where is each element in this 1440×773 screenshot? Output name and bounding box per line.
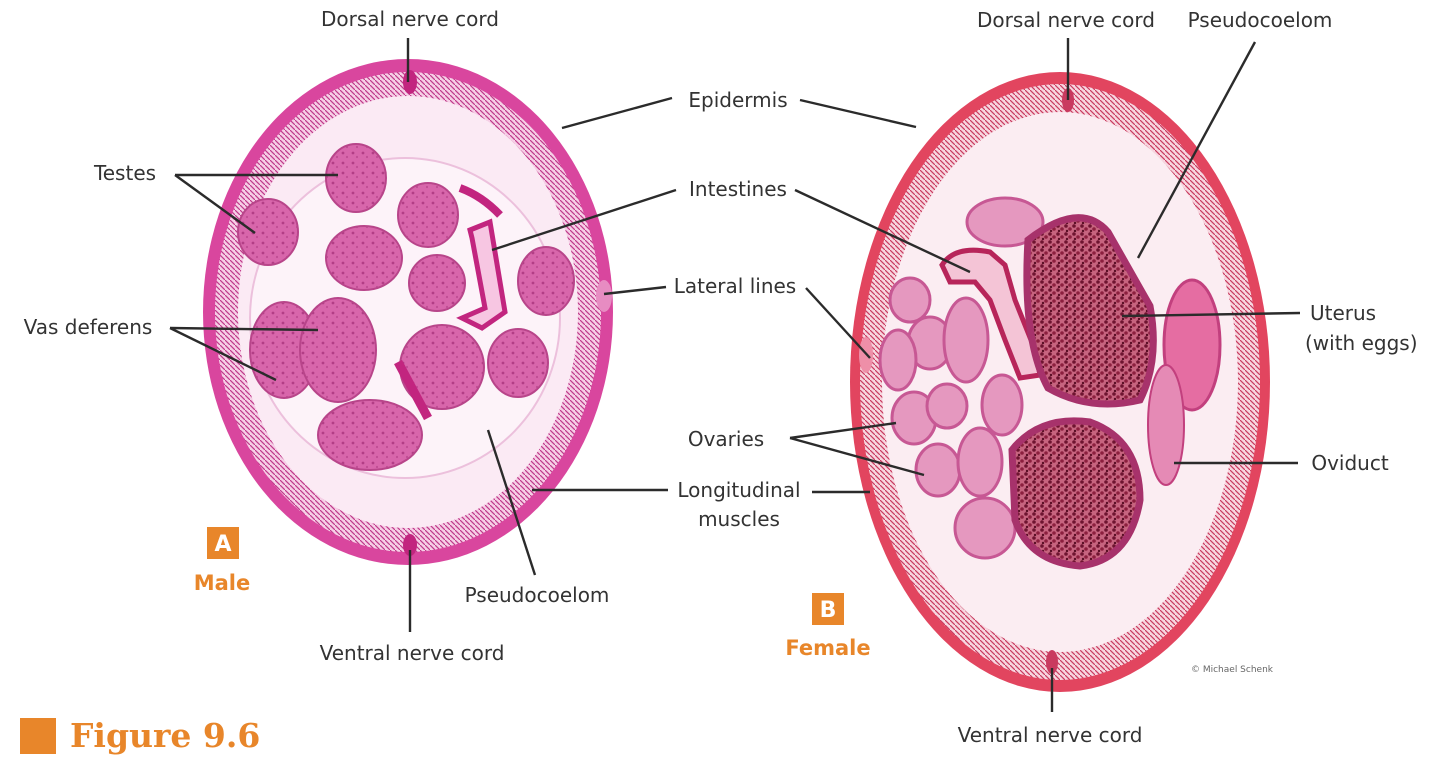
female-intestine <box>939 247 1043 381</box>
female-ovary <box>914 442 962 498</box>
label-longitudinal-line2: muscles <box>698 507 780 531</box>
photo-credit: © Michael Schenk <box>1191 665 1274 675</box>
label-oviduct: Oviduct <box>1311 451 1389 475</box>
badge-b-letter: B <box>820 598 837 623</box>
leader-ovaries-1 <box>789 421 897 440</box>
leader-testes-2 <box>174 174 256 234</box>
leader-pseudo-b <box>1136 41 1257 259</box>
male-testis <box>325 143 387 213</box>
male-intestine-fold <box>394 359 432 421</box>
label-dorsal-nerve-cord-b: Dorsal nerve cord <box>977 8 1155 32</box>
figure-title: Figure 9.6 <box>70 716 261 755</box>
female-ovary <box>956 426 1004 498</box>
label-lateral-lines: Lateral lines <box>674 274 796 298</box>
label-intestines: Intestines <box>689 177 787 201</box>
label-pseudocoelom-a: Pseudocoelom <box>465 583 610 607</box>
female-ovary <box>953 496 1017 560</box>
label-ovaries: Ovaries <box>688 427 764 451</box>
leader-epidermis-a <box>561 96 673 130</box>
female-ovary <box>980 373 1024 437</box>
male-testis <box>517 246 575 316</box>
male-ventral-nerve-cord <box>403 534 417 556</box>
leader-vas-1 <box>169 326 319 332</box>
leader-lateral-a <box>603 285 667 296</box>
label-ventral-nerve-cord-b: Ventral nerve cord <box>958 723 1143 747</box>
label-ventral-nerve-cord-a: Ventral nerve cord <box>320 641 505 665</box>
leader-ovaries-2 <box>789 436 925 477</box>
female-ovary <box>965 196 1045 248</box>
male-dorsal-nerve-cord <box>403 70 417 94</box>
male-intestine-fold <box>458 184 503 218</box>
female-cross-section <box>850 72 1270 692</box>
leader-lateral-b <box>805 287 871 359</box>
leader-intestines-b <box>794 188 971 274</box>
leader-vas-2 <box>169 326 277 382</box>
panel-badge-b: B Female <box>785 593 871 660</box>
label-epidermis: Epidermis <box>688 88 787 112</box>
badge-a-letter: A <box>214 532 231 557</box>
label-uterus-line1: Uterus <box>1310 301 1376 325</box>
leader-intestines-a <box>491 188 677 252</box>
female-oviduct <box>1147 364 1185 486</box>
leader-epidermis-b <box>799 98 917 129</box>
badge-a-box <box>207 527 239 559</box>
label-uterus-line2: (with eggs) <box>1305 331 1418 355</box>
male-testis <box>325 225 403 291</box>
panel-a-name: Male <box>194 571 251 595</box>
male-lateral-line <box>596 280 612 312</box>
badge-b-box <box>812 593 844 625</box>
female-uterus-lower <box>1008 417 1144 570</box>
labels: Dorsal nerve cord Dorsal nerve cord Pseu… <box>24 7 1418 747</box>
leader-lines <box>169 38 1301 712</box>
female-ventral-nerve-cord <box>1046 650 1058 674</box>
male-testis <box>237 198 299 266</box>
figure-marker-square <box>20 718 56 754</box>
female-ovary <box>878 328 918 392</box>
male-testis <box>487 328 549 398</box>
female-ovary <box>925 382 969 430</box>
female-ovary <box>888 276 932 324</box>
leader-pseudo-a <box>486 429 537 576</box>
leader-uterus <box>1121 311 1301 318</box>
male-testis <box>317 399 423 471</box>
label-dorsal-nerve-cord-a: Dorsal nerve cord <box>321 7 499 31</box>
label-longitudinal-line1: Longitudinal <box>677 478 800 502</box>
label-vas-deferens: Vas deferens <box>24 315 153 339</box>
male-testis <box>408 254 466 312</box>
female-ovary <box>942 296 990 384</box>
male-vas-deferens <box>299 297 377 403</box>
panel-badge-a: A Male <box>194 527 251 595</box>
panel-b-name: Female <box>785 636 870 660</box>
male-testis <box>397 182 459 248</box>
label-testes: Testes <box>93 161 156 185</box>
male-cross-section <box>203 59 613 565</box>
label-pseudocoelom-b: Pseudocoelom <box>1188 8 1333 32</box>
female-uterus-upper <box>1023 214 1157 408</box>
